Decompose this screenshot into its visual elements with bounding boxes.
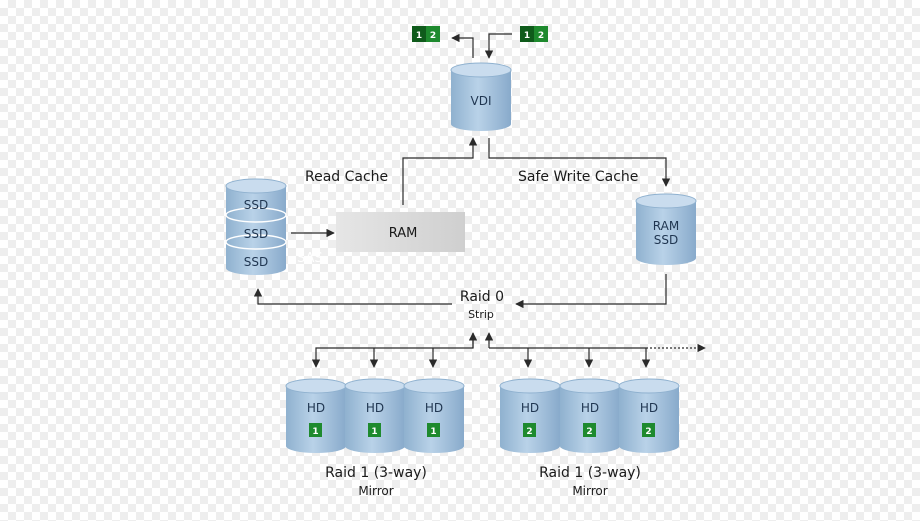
vdi-label: VDI <box>471 94 492 108</box>
badge-2-text: 2 <box>430 31 436 41</box>
read-cache-arrow <box>402 137 478 205</box>
badge-2-text: 2 <box>538 31 544 41</box>
ram-box: RAM <box>336 212 465 252</box>
badge-2 <box>426 26 440 42</box>
vdi-to-legend-left-arrow <box>451 33 474 58</box>
group2-sub: Mirror <box>572 484 607 498</box>
badge-1-text: 1 <box>524 31 530 41</box>
group1-sub: Mirror <box>358 484 393 498</box>
hd-badge-text: 2 <box>645 427 651 437</box>
badge-1 <box>520 26 534 42</box>
connectors <box>253 33 706 368</box>
ssd-label-1: SSD <box>244 198 268 212</box>
ramssd-to-raid0-arrow <box>515 274 667 309</box>
hd-drive: HD 1 <box>285 378 347 453</box>
ram-box-label: RAM <box>389 226 418 241</box>
hd-drive: HD 2 <box>559 378 621 453</box>
hd-label: HD <box>640 401 658 415</box>
legend-right: 1 2 <box>520 26 548 42</box>
legend-left: 1 2 <box>412 26 440 42</box>
hd-label: HD <box>366 401 384 415</box>
hd-badge <box>427 423 440 437</box>
hd-badge-text: 2 <box>586 427 592 437</box>
raid1-group-2: HD 2 HD 2 HD 2 Raid 1 (3-way) Mirror <box>499 378 680 498</box>
vdi-cylinder: VDI <box>450 62 512 131</box>
ram-ssd-line2: SSD <box>654 233 678 247</box>
hd-badge-text: 1 <box>312 427 318 437</box>
ssd-stack: SSD SSD SSD <box>225 178 287 275</box>
hd-label: HD <box>307 401 325 415</box>
ram-ssd-line1: RAM <box>653 219 679 233</box>
ssd-label-3: SSD <box>244 255 268 269</box>
raid0-title: Raid 0 <box>460 289 504 305</box>
hd-drive: HD 2 <box>618 378 680 453</box>
group1-title: Raid 1 (3-way) <box>325 465 427 481</box>
raid0-to-ssd-arrow <box>253 288 452 305</box>
sas-label: SAS <box>297 251 323 266</box>
hd-badge <box>642 423 655 437</box>
read-cache-label: Read Cache <box>305 169 388 185</box>
hd-badge <box>309 423 322 437</box>
hd-badge-text: 1 <box>371 427 377 437</box>
ssd-label-2: SSD <box>244 227 268 241</box>
ram-ssd-cylinder: RAM SSD <box>635 193 697 265</box>
safe-write-cache-arrow <box>488 138 671 187</box>
hd-drive: HD 1 <box>344 378 406 453</box>
hd-badge-text: 1 <box>430 427 436 437</box>
hd-badge <box>368 423 381 437</box>
safe-write-cache-label: Safe Write Cache <box>518 169 638 185</box>
hd-label: HD <box>425 401 443 415</box>
badge-1 <box>412 26 426 42</box>
hd-badge-text: 2 <box>526 427 532 437</box>
hd-badge <box>523 423 536 437</box>
hd-badge <box>583 423 596 437</box>
raid1-group-1: HD 1 HD 1 HD 1 Raid 1 (3-way) Mirror <box>285 378 465 498</box>
badge-2 <box>534 26 548 42</box>
strip-to-group1-line <box>311 333 474 368</box>
raid0-sub: Strip <box>468 308 494 321</box>
hd-label: HD <box>521 401 539 415</box>
group2-title: Raid 1 (3-way) <box>539 465 641 481</box>
badge-1-text: 1 <box>416 31 422 41</box>
hd-label: HD <box>581 401 599 415</box>
legend-right-to-vdi-arrow <box>484 33 512 59</box>
hd-drive: HD 2 <box>499 378 561 453</box>
hd-drive: HD 1 <box>403 378 465 453</box>
